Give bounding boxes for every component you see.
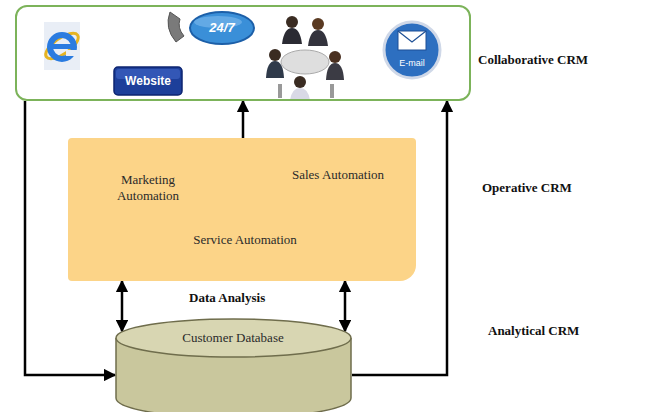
- module-label: Sales Automation: [286, 167, 390, 183]
- icon-text: 24/7: [209, 20, 234, 36]
- icon-text: E-mail: [399, 58, 425, 69]
- collaborative-panel: Website 24/7E-mail: [15, 5, 471, 101]
- phone-icon: [168, 12, 254, 44]
- email-icon: [384, 22, 440, 78]
- module-label: Service Automation: [189, 232, 301, 248]
- browser-icon: [42, 22, 82, 70]
- cylinder-top: [116, 319, 351, 357]
- database-label: Customer Database: [128, 330, 338, 346]
- layer-label: Operative CRM: [482, 180, 572, 196]
- website-button: [114, 67, 182, 95]
- layer-label: Analytical CRM: [488, 323, 579, 339]
- button-text: Website: [125, 74, 171, 88]
- module-label: Marketing Automation: [92, 172, 204, 203]
- meeting-illustration: [266, 16, 344, 100]
- operative-box: Marketing Automation Sales AutomationServ…: [68, 138, 416, 281]
- connector-arrow: [242, 101, 245, 138]
- connector-arrow: [121, 281, 124, 331]
- layer-label: Collaborative CRM: [478, 52, 588, 68]
- database-cylinder: Customer Database: [115, 318, 352, 412]
- connector-arrow: [344, 281, 347, 331]
- flow-label: Data Analysis: [189, 290, 265, 306]
